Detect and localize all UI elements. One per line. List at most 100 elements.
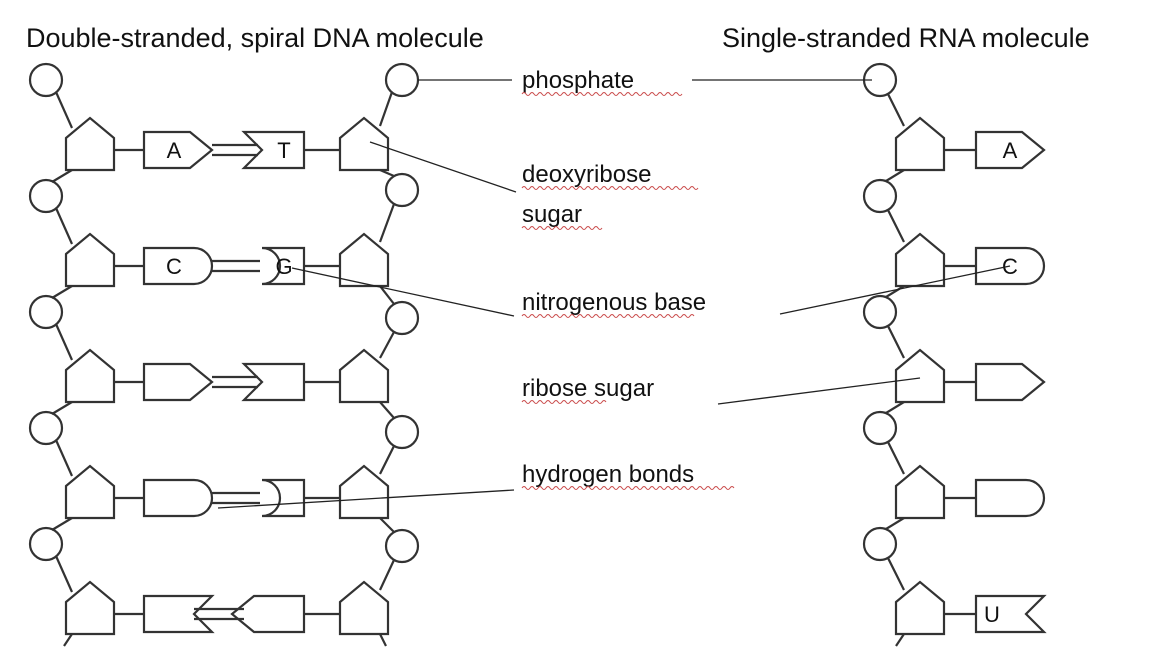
backbone-bond xyxy=(51,517,73,531)
phosphate-circle-right xyxy=(384,414,420,450)
deoxyribose-sugar-right xyxy=(338,580,390,636)
phosphate-circle-right xyxy=(384,300,420,336)
dna-left-strand xyxy=(28,62,116,647)
phosphate-circle-right xyxy=(384,62,420,98)
deoxyribose-leader xyxy=(369,141,517,193)
backbone-tail xyxy=(63,633,73,647)
nitrogenous-base-rna xyxy=(974,478,1046,518)
nitrogenous-squiggle xyxy=(521,314,695,318)
backbone-bond xyxy=(885,169,905,182)
ribose-sugar xyxy=(894,348,946,404)
hydrogen-bonds-label: hydrogen bonds xyxy=(522,461,694,488)
backbone-bond xyxy=(379,559,395,591)
backbone-bond xyxy=(379,517,395,533)
backbone-tail xyxy=(895,633,905,647)
backbone-bond xyxy=(887,93,905,127)
deoxyribose-sugar-left xyxy=(64,116,116,172)
deoxyribose-sugar-right xyxy=(338,116,390,172)
hydrogen-squiggle xyxy=(521,486,735,490)
backbone-bond xyxy=(885,401,905,414)
backbone-tail xyxy=(379,633,387,647)
nitrogenous-base-leader-left xyxy=(291,267,515,317)
backbone-bond xyxy=(54,207,74,245)
phosphate-circle-right xyxy=(384,172,420,208)
nitrogenous-base-rna xyxy=(974,130,1046,170)
ribose-sugar-label: ribose sugar xyxy=(522,375,654,402)
phosphate-squiggle xyxy=(521,92,683,96)
leader-lines xyxy=(217,79,1011,509)
phosphate-circle-rna xyxy=(862,526,898,562)
nitrogenous-base-rna xyxy=(974,594,1047,634)
nitrogenous-base-leader-right xyxy=(779,265,1011,315)
deoxyribose-sugar-left xyxy=(64,580,116,636)
dna-title: Double-stranded, spiral DNA molecule xyxy=(26,23,484,53)
nitrogenous-base-left xyxy=(142,362,214,402)
backbone-bond xyxy=(379,168,395,178)
deoxyribose-squiggle xyxy=(521,186,699,190)
rna-title: Single-stranded RNA molecule xyxy=(722,23,1090,53)
nitrogenous-base-left xyxy=(142,594,215,634)
nitrogenous-base-label: nitrogenous base xyxy=(522,289,706,316)
backbone-bond xyxy=(54,91,74,129)
nitrogenous-base-right xyxy=(241,362,306,402)
backbone-bond xyxy=(887,325,905,359)
base-letter-left: A xyxy=(167,138,182,163)
phosphate-label: phosphate xyxy=(522,67,634,94)
backbone-bond xyxy=(51,401,73,415)
rna-strand: ACU xyxy=(862,62,1047,647)
deoxyribose-sugar-left xyxy=(64,348,116,404)
deoxyribose-sugar-right xyxy=(338,464,390,520)
base-letter-rna: A xyxy=(1003,138,1018,163)
base-letter-left: C xyxy=(166,254,182,279)
backbone-bond xyxy=(379,285,395,305)
nitrogenous-base-right xyxy=(261,246,306,286)
sugar-label: sugar xyxy=(522,201,582,228)
ribose-squiggle xyxy=(521,400,607,404)
backbone-bond xyxy=(51,169,73,183)
ribose-sugar xyxy=(894,580,946,636)
phosphate-circle-left xyxy=(28,294,64,330)
backbone-bond xyxy=(885,285,905,298)
nitrogenous-base-left xyxy=(142,478,214,518)
deoxyribose-sugar-left xyxy=(64,232,116,288)
phosphate-circle-rna xyxy=(862,178,898,214)
phosphate-circle-rna xyxy=(862,294,898,330)
backbone-bond xyxy=(378,203,396,243)
ribose-sugar xyxy=(894,116,946,172)
deoxyribose-sugar-left xyxy=(64,464,116,520)
nitrogenous-base-rna xyxy=(974,362,1046,402)
phosphate-circle-left xyxy=(28,410,64,446)
backbone-bond xyxy=(54,323,74,361)
ribose-sugar xyxy=(894,232,946,288)
base-letter-rna: U xyxy=(984,602,1000,627)
deoxyribose-sugar-right xyxy=(338,232,390,288)
nitrogenous-base-right xyxy=(230,594,306,634)
backbone-bond xyxy=(379,445,395,475)
backbone-bond xyxy=(887,209,905,243)
deoxyribose-sugar-right xyxy=(338,348,390,404)
base-letter-right: T xyxy=(277,138,290,163)
sugar-squiggle xyxy=(521,226,603,230)
ribose-sugar-leader xyxy=(717,377,921,405)
hydrogen-bonds-leader xyxy=(217,489,515,509)
backbone-bond xyxy=(378,91,394,127)
phosphate-circle-left xyxy=(28,62,64,98)
backbone-bond xyxy=(887,557,905,591)
backbone-bond xyxy=(885,517,905,530)
backbone-bond xyxy=(54,555,74,593)
deoxyribose-label: deoxyribose xyxy=(522,161,651,188)
backbone-bond xyxy=(51,285,73,299)
backbone-bond xyxy=(379,401,395,419)
nitrogenous-base-right xyxy=(261,478,306,518)
dna-right-strand xyxy=(338,62,420,647)
labels: phosphate deoxyribose sugar nitrogenous … xyxy=(521,67,735,490)
backbone-bond xyxy=(887,441,905,475)
phosphate-circle-left xyxy=(28,178,64,214)
nitrogenous-base-right xyxy=(241,130,306,170)
phosphate-circle-rna xyxy=(862,410,898,446)
phosphate-circle-right xyxy=(384,528,420,564)
nitrogenous-base-left xyxy=(142,246,214,286)
backbone-bond xyxy=(54,439,74,477)
